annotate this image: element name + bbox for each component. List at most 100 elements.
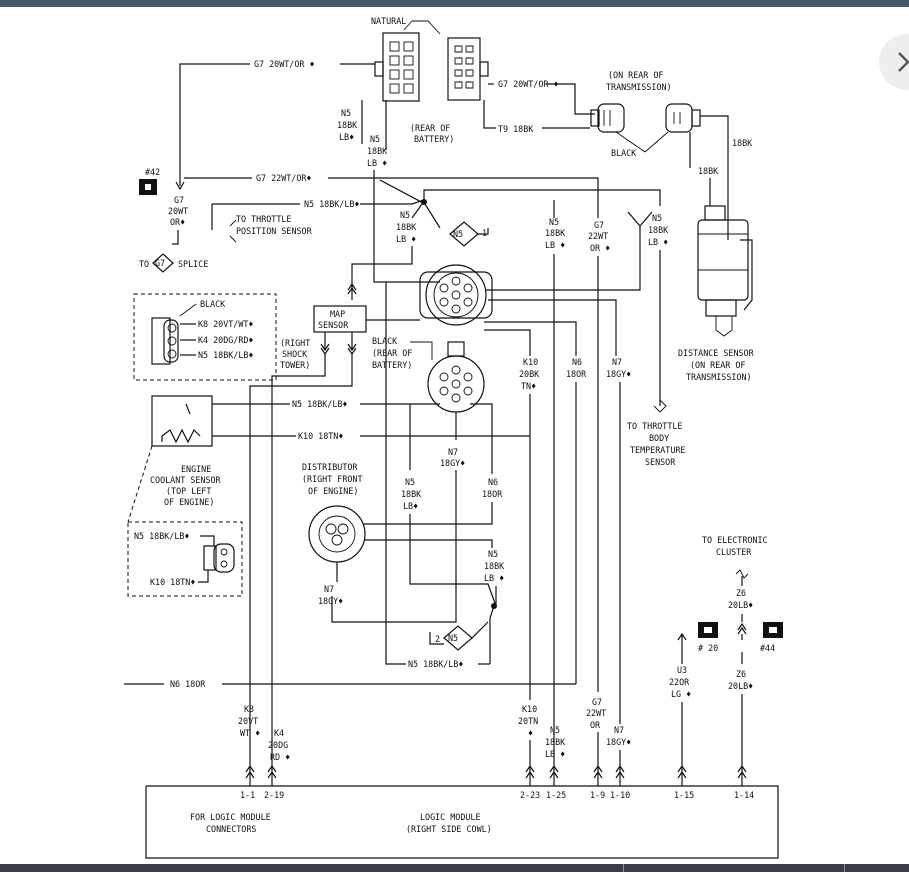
n5-a-label-1: N5: [341, 108, 351, 118]
n5-g-label-1: N5: [488, 549, 498, 559]
n5-ects-label: N5 18BK/LB♦: [134, 531, 189, 541]
n5-bot-label-2: 18BK: [545, 737, 566, 747]
ref42-label: #42: [145, 167, 160, 177]
pin-1-25-label: 1-25: [546, 790, 566, 800]
distance-sensor-label-2: (ON REAR OF: [690, 360, 745, 370]
n6-18or-bot-label: N6 18OR: [170, 679, 206, 689]
tps-label-1: TO THROTTLE: [236, 214, 291, 224]
bottom-bar-divider: [623, 864, 624, 872]
shock-label-2: SHOCK: [282, 349, 308, 359]
distance-sensor-label-1: DISTANCE SENSOR: [678, 348, 755, 358]
tps-label-2: POSITION SENSOR: [236, 226, 313, 236]
k10-a-label-1: K10: [523, 357, 538, 367]
black-dist-label: BLACK: [372, 336, 398, 346]
bk18-mid-label: 18BK: [698, 166, 719, 176]
natural-connector-left: [374, 32, 420, 102]
to-g7-label-1: TO: [139, 259, 149, 269]
k4-bot-label-3: RD ♦: [270, 752, 290, 762]
n5-diamond-top-label: N5: [453, 229, 463, 239]
logic-module-label-2: (RIGHT SIDE COWL): [406, 824, 492, 834]
n5-e-label-1: N5: [652, 213, 662, 223]
logic-module-label-1: LOGIC MODULE: [420, 812, 481, 822]
throttle-body-label-2: BODY: [649, 433, 669, 443]
shock-label-3: TOWER): [280, 360, 310, 370]
black-top-label: BLACK: [611, 148, 637, 158]
k8-bot-label-3: WT ♦: [240, 728, 260, 738]
g7-22wt-label-3: OR ♦: [590, 243, 610, 253]
ect-connector: [203, 543, 235, 573]
distributor-label-3: OF ENGINE): [308, 486, 358, 496]
z6-b-label-2: 20LB♦: [728, 681, 753, 691]
n5-f-label-2: 18BK: [401, 489, 422, 499]
rear-of-trans-label-2: TRANSMISSION): [606, 82, 672, 92]
n5-diamond-bot-num: 2: [435, 634, 440, 644]
top-bar: [0, 0, 909, 7]
map-connector-box: [133, 293, 277, 381]
map-connector: [151, 317, 179, 365]
ect-connector-box: [127, 521, 243, 597]
g7-left-label-1: G7: [174, 195, 184, 205]
rear-battery-label-2: BATTERY): [414, 134, 454, 144]
n5-c-label-2: 18BK: [396, 222, 417, 232]
ects-label-2: COOLANT SENSOR: [150, 475, 222, 485]
n6-a-label-1: N6: [572, 357, 582, 367]
n5-18bk-lb-top-label: N5 18BK/LB♦: [304, 199, 359, 209]
z6-a-label-2: 20LB♦: [728, 600, 753, 610]
black-map-label: BLACK: [200, 299, 226, 309]
bk18-right-label: 18BK: [732, 138, 753, 148]
bottom-bar: [0, 864, 909, 872]
z6-a-label-1: Z6: [736, 588, 746, 598]
rear-battery-label-1: (REAR OF: [410, 123, 450, 133]
distance-sensor-label-3: TRANSMISSION): [686, 372, 752, 382]
n5-18bk-lb-bot-label: N5 18BK/LB♦: [408, 659, 463, 669]
n7-a-label-2: 18GY♦: [606, 369, 631, 379]
n5-a-label-3: LB♦: [339, 132, 354, 142]
logic-pins: [245, 762, 747, 786]
pin-1-9-label: 1-9: [590, 790, 605, 800]
to-g7-label-2: SPLICE: [178, 259, 208, 269]
n5-c-label-1: N5: [400, 210, 410, 220]
n5-b-label-2: 18BK: [367, 146, 388, 156]
logic-connectors-label-2: CONNECTORS: [206, 824, 256, 834]
n5-bot-label-3: LB ♦: [545, 749, 565, 759]
g7-bot-label-2: 22WT: [586, 708, 606, 718]
map-sensor-box: [313, 305, 367, 333]
z6-b-label-1: Z6: [736, 669, 746, 679]
g7-20wt-or-top-label: G7 20WT/OR ♦: [254, 59, 315, 69]
n5-g-label-3: LB ♦: [484, 573, 504, 583]
g7-left-label-3: OR♦: [170, 217, 185, 227]
n7-b-label-2: 18GY♦: [440, 458, 465, 468]
n5-map-label: N5 18BK/LB♦: [198, 350, 253, 360]
k8-bot-label-1: K8: [244, 704, 254, 714]
throttle-body-label-3: TEMPERATURE: [630, 445, 685, 455]
n5-f-label-3: LB♦: [403, 501, 418, 511]
u3-label-2: 22OR: [669, 677, 690, 687]
n7-bot-label-1: N7: [614, 725, 624, 735]
n5-f-label-1: N5: [405, 477, 415, 487]
n5-e-label-2: 18BK: [648, 225, 669, 235]
n5-a-label-2: 18BK: [337, 120, 358, 130]
k10-bot-label-2: 20TN: [518, 716, 538, 726]
distributor-label-1: DISTRIBUTOR: [302, 462, 358, 472]
n7-a-label-1: N7: [612, 357, 622, 367]
t9-18bk-label: T9 18BK: [498, 124, 534, 134]
k8-map-label: K8 20VT/WT♦: [198, 319, 253, 329]
n7-bot-label-2: 18GY♦: [606, 737, 631, 747]
g7-left-label-2: 20WT: [168, 206, 188, 216]
n5-diamond-bot-label: N5: [448, 633, 458, 643]
throttle-body-label-1: TO THROTTLE: [627, 421, 682, 431]
pin-1-15-label: 1-15: [674, 790, 694, 800]
n7-b-label-1: N7: [448, 447, 458, 457]
g7-bot-label-3: OR: [590, 720, 601, 730]
n5-b-label-3: LB ♦: [367, 158, 387, 168]
trans-connector-right: [665, 103, 701, 133]
u3-label-3: LG ♦: [671, 689, 691, 699]
distributor: [308, 505, 366, 563]
dist-connector-black: [427, 341, 485, 413]
to-cluster-label-1: TO ELECTRONIC: [702, 535, 768, 545]
ects-label-1: ENGINE: [181, 464, 211, 474]
dist-connector-top: [419, 264, 493, 326]
k4-bot-label-1: K4: [274, 728, 284, 738]
n5-18bk-lb-mid-label: N5 18BK/LB♦: [292, 399, 347, 409]
n5-c-label-3: LB ♦: [396, 234, 416, 244]
